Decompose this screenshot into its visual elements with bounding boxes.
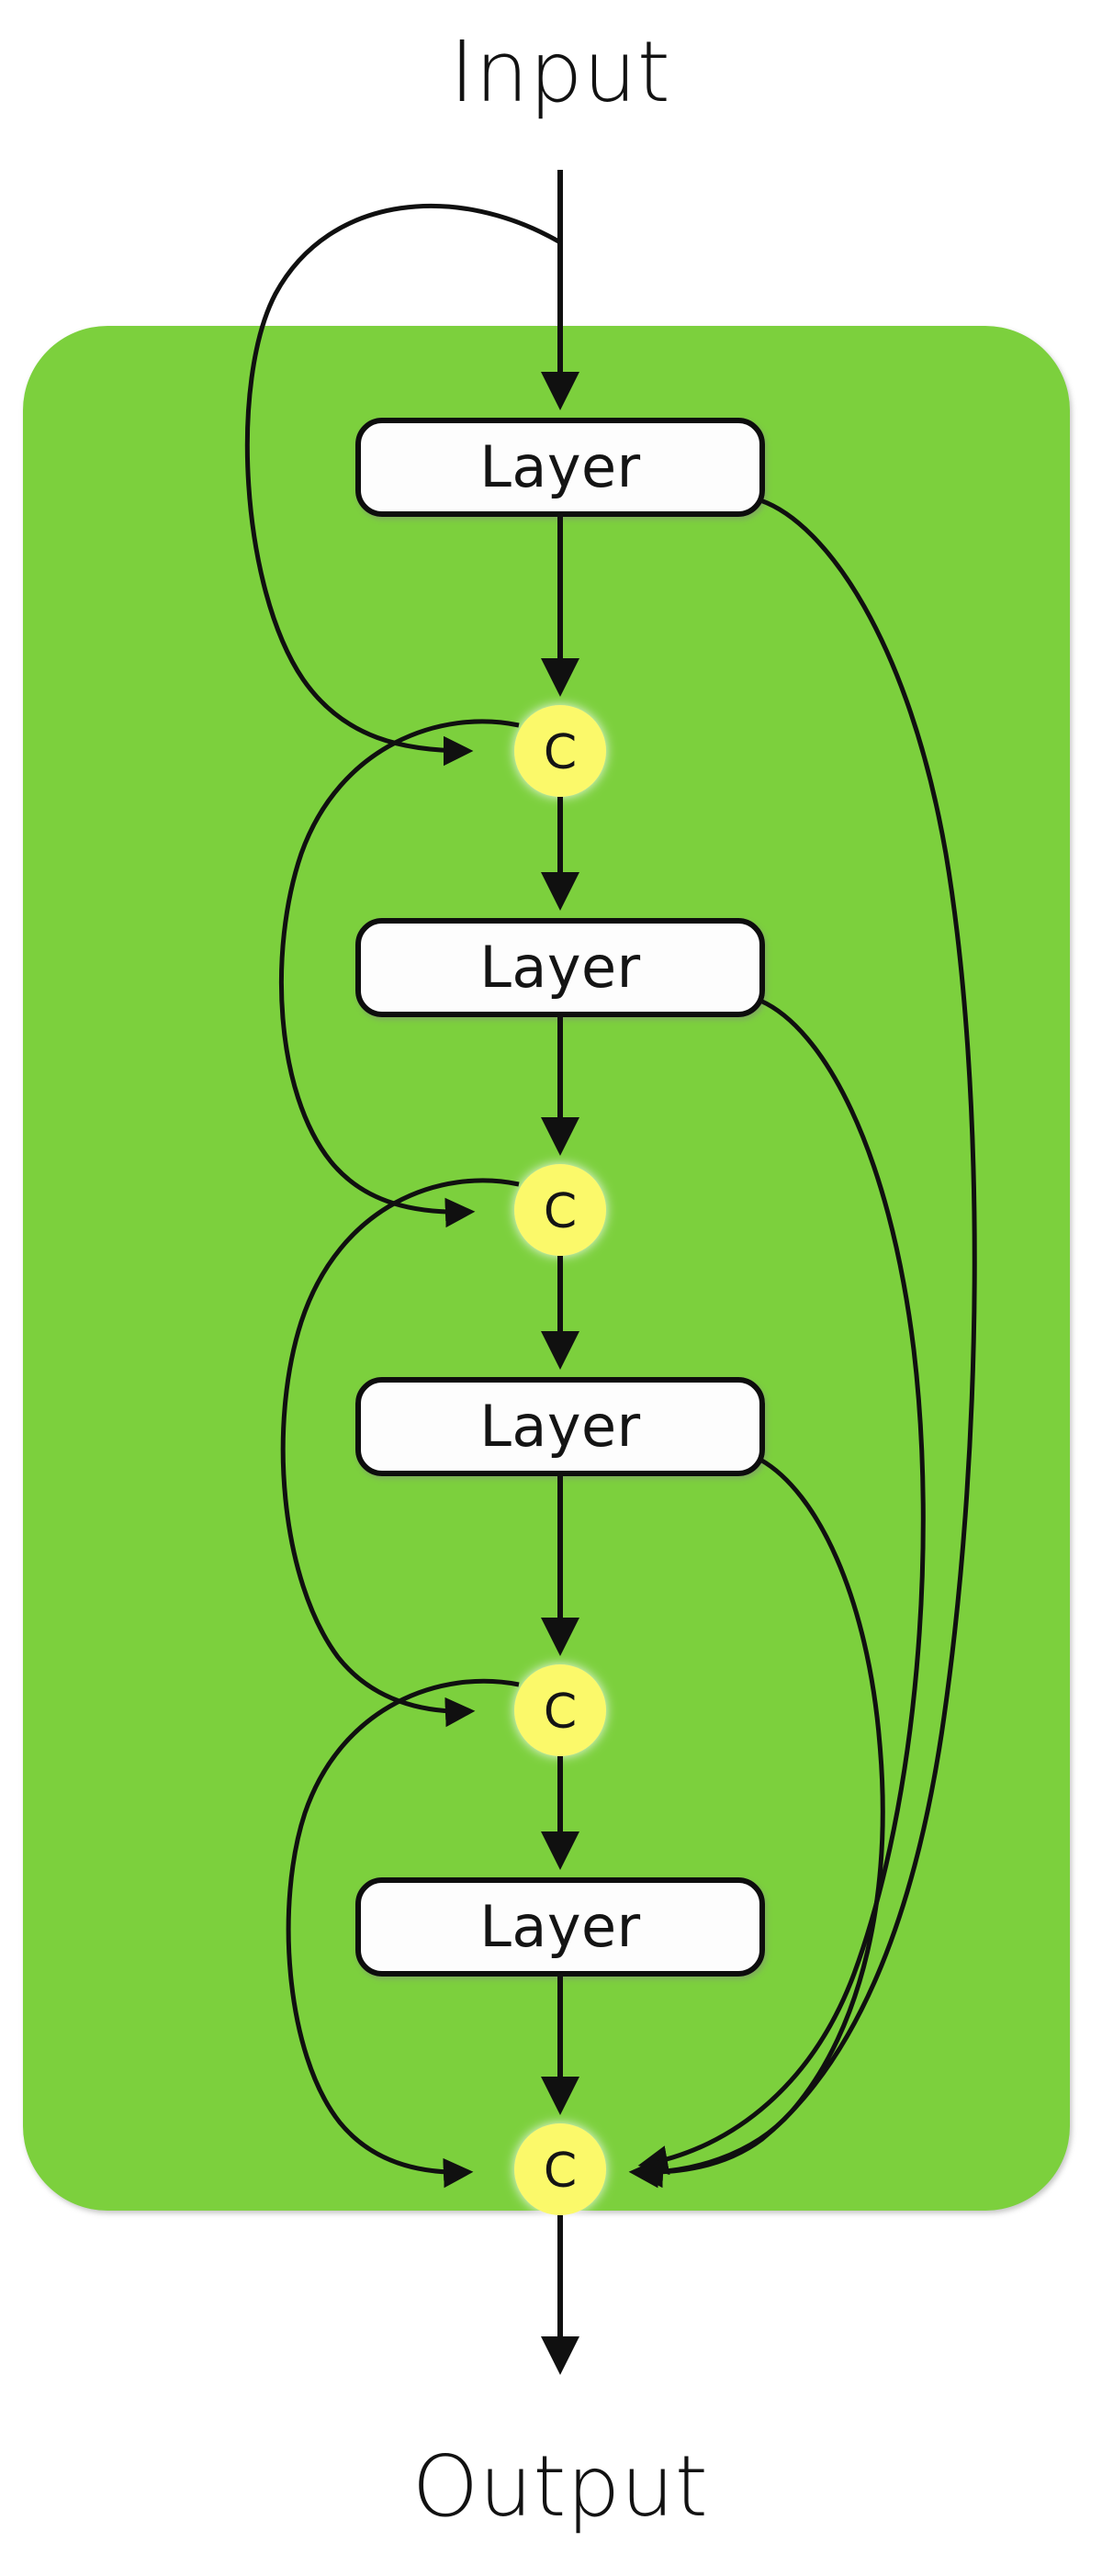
concat-circle-2 xyxy=(514,1164,606,1256)
layer-label-2: Layer xyxy=(479,934,640,1001)
layer-node-3: Layer xyxy=(355,1377,765,1476)
layer-node-4: Layer xyxy=(355,1877,765,1977)
concat-circle-3 xyxy=(514,1664,606,1756)
concat-label-2: C xyxy=(544,1184,577,1239)
concat-circle-4 xyxy=(514,2123,606,2215)
concat-node-4: C xyxy=(514,2123,606,2215)
concat-node-1: C xyxy=(514,705,606,797)
layer-label-3: Layer xyxy=(479,1393,640,1460)
layer-label-4: Layer xyxy=(479,1893,640,1960)
layer-label-1: Layer xyxy=(479,433,640,500)
layer-node-2: Layer xyxy=(355,918,765,1017)
edge-concat1-to-concat2-skip xyxy=(278,719,520,1228)
edge-layer3-to-concat4-skip xyxy=(633,1457,885,2189)
concat-label-1: C xyxy=(544,725,577,780)
concat-label-3: C xyxy=(544,1685,577,1740)
output-label: Output xyxy=(412,2437,709,2536)
edge-input-to-concat1-skip xyxy=(244,203,562,767)
edge-concat3-to-concat4-skip xyxy=(286,1678,520,2189)
concat-label-4: C xyxy=(544,2144,577,2199)
concat-node-3: C xyxy=(514,1664,606,1756)
dense-block-panel xyxy=(23,326,1070,2211)
concat-node-2: C xyxy=(514,1164,606,1256)
concat-circle-1 xyxy=(514,705,606,797)
edge-concat2-to-concat3-skip xyxy=(280,1178,520,1728)
input-label: Input xyxy=(450,23,671,121)
edge-layer2-to-concat4-skip xyxy=(637,998,926,2176)
layer-node-1: Layer xyxy=(355,418,765,517)
